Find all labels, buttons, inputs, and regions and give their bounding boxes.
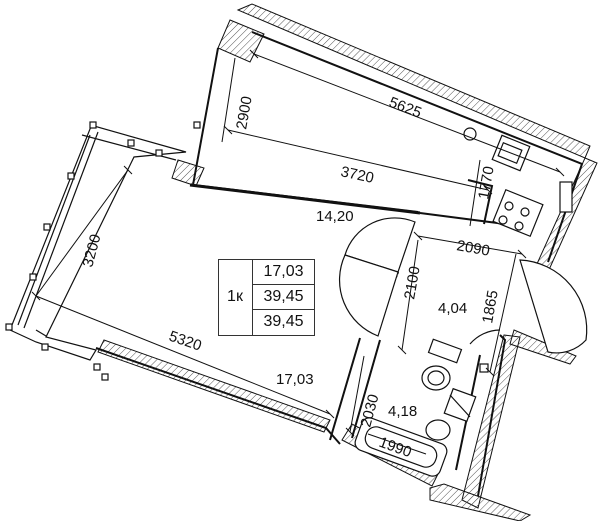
dim-1770: 1770 bbox=[475, 165, 498, 201]
room-area-labels: 17,03 14,20 4,04 4,18 bbox=[276, 208, 467, 420]
dim-2090: 2090 bbox=[455, 237, 491, 260]
room-area-hall: 4,04 bbox=[438, 300, 467, 317]
exterior-walls bbox=[97, 3, 598, 521]
dim-2100: 2100 bbox=[401, 265, 424, 301]
balcony-posts bbox=[5, 121, 201, 381]
living-area-value: 17,03 bbox=[253, 259, 314, 285]
dim-1865: 1865 bbox=[479, 289, 502, 325]
room-area-living: 17,03 bbox=[276, 371, 314, 388]
bathroom-fixtures bbox=[354, 338, 489, 477]
dim-2900: 2900 bbox=[233, 95, 256, 131]
dimension-lines bbox=[31, 49, 565, 455]
interior-walls bbox=[95, 31, 584, 497]
rooms-count-label: 1к bbox=[218, 259, 253, 335]
room-area-kitchen: 14,20 bbox=[316, 208, 354, 225]
total-area-with-balcony-value: 39,45 bbox=[263, 313, 304, 330]
room-area-bathroom: 4,18 bbox=[388, 403, 417, 420]
door-swings bbox=[338, 217, 588, 354]
area-summary-table: 1к 17,03 39,45 39,45 bbox=[218, 259, 315, 336]
total-area-value: 39,45 bbox=[253, 284, 314, 310]
dim-3200: 3200 bbox=[79, 232, 104, 269]
dim-3720: 3720 bbox=[339, 163, 375, 187]
